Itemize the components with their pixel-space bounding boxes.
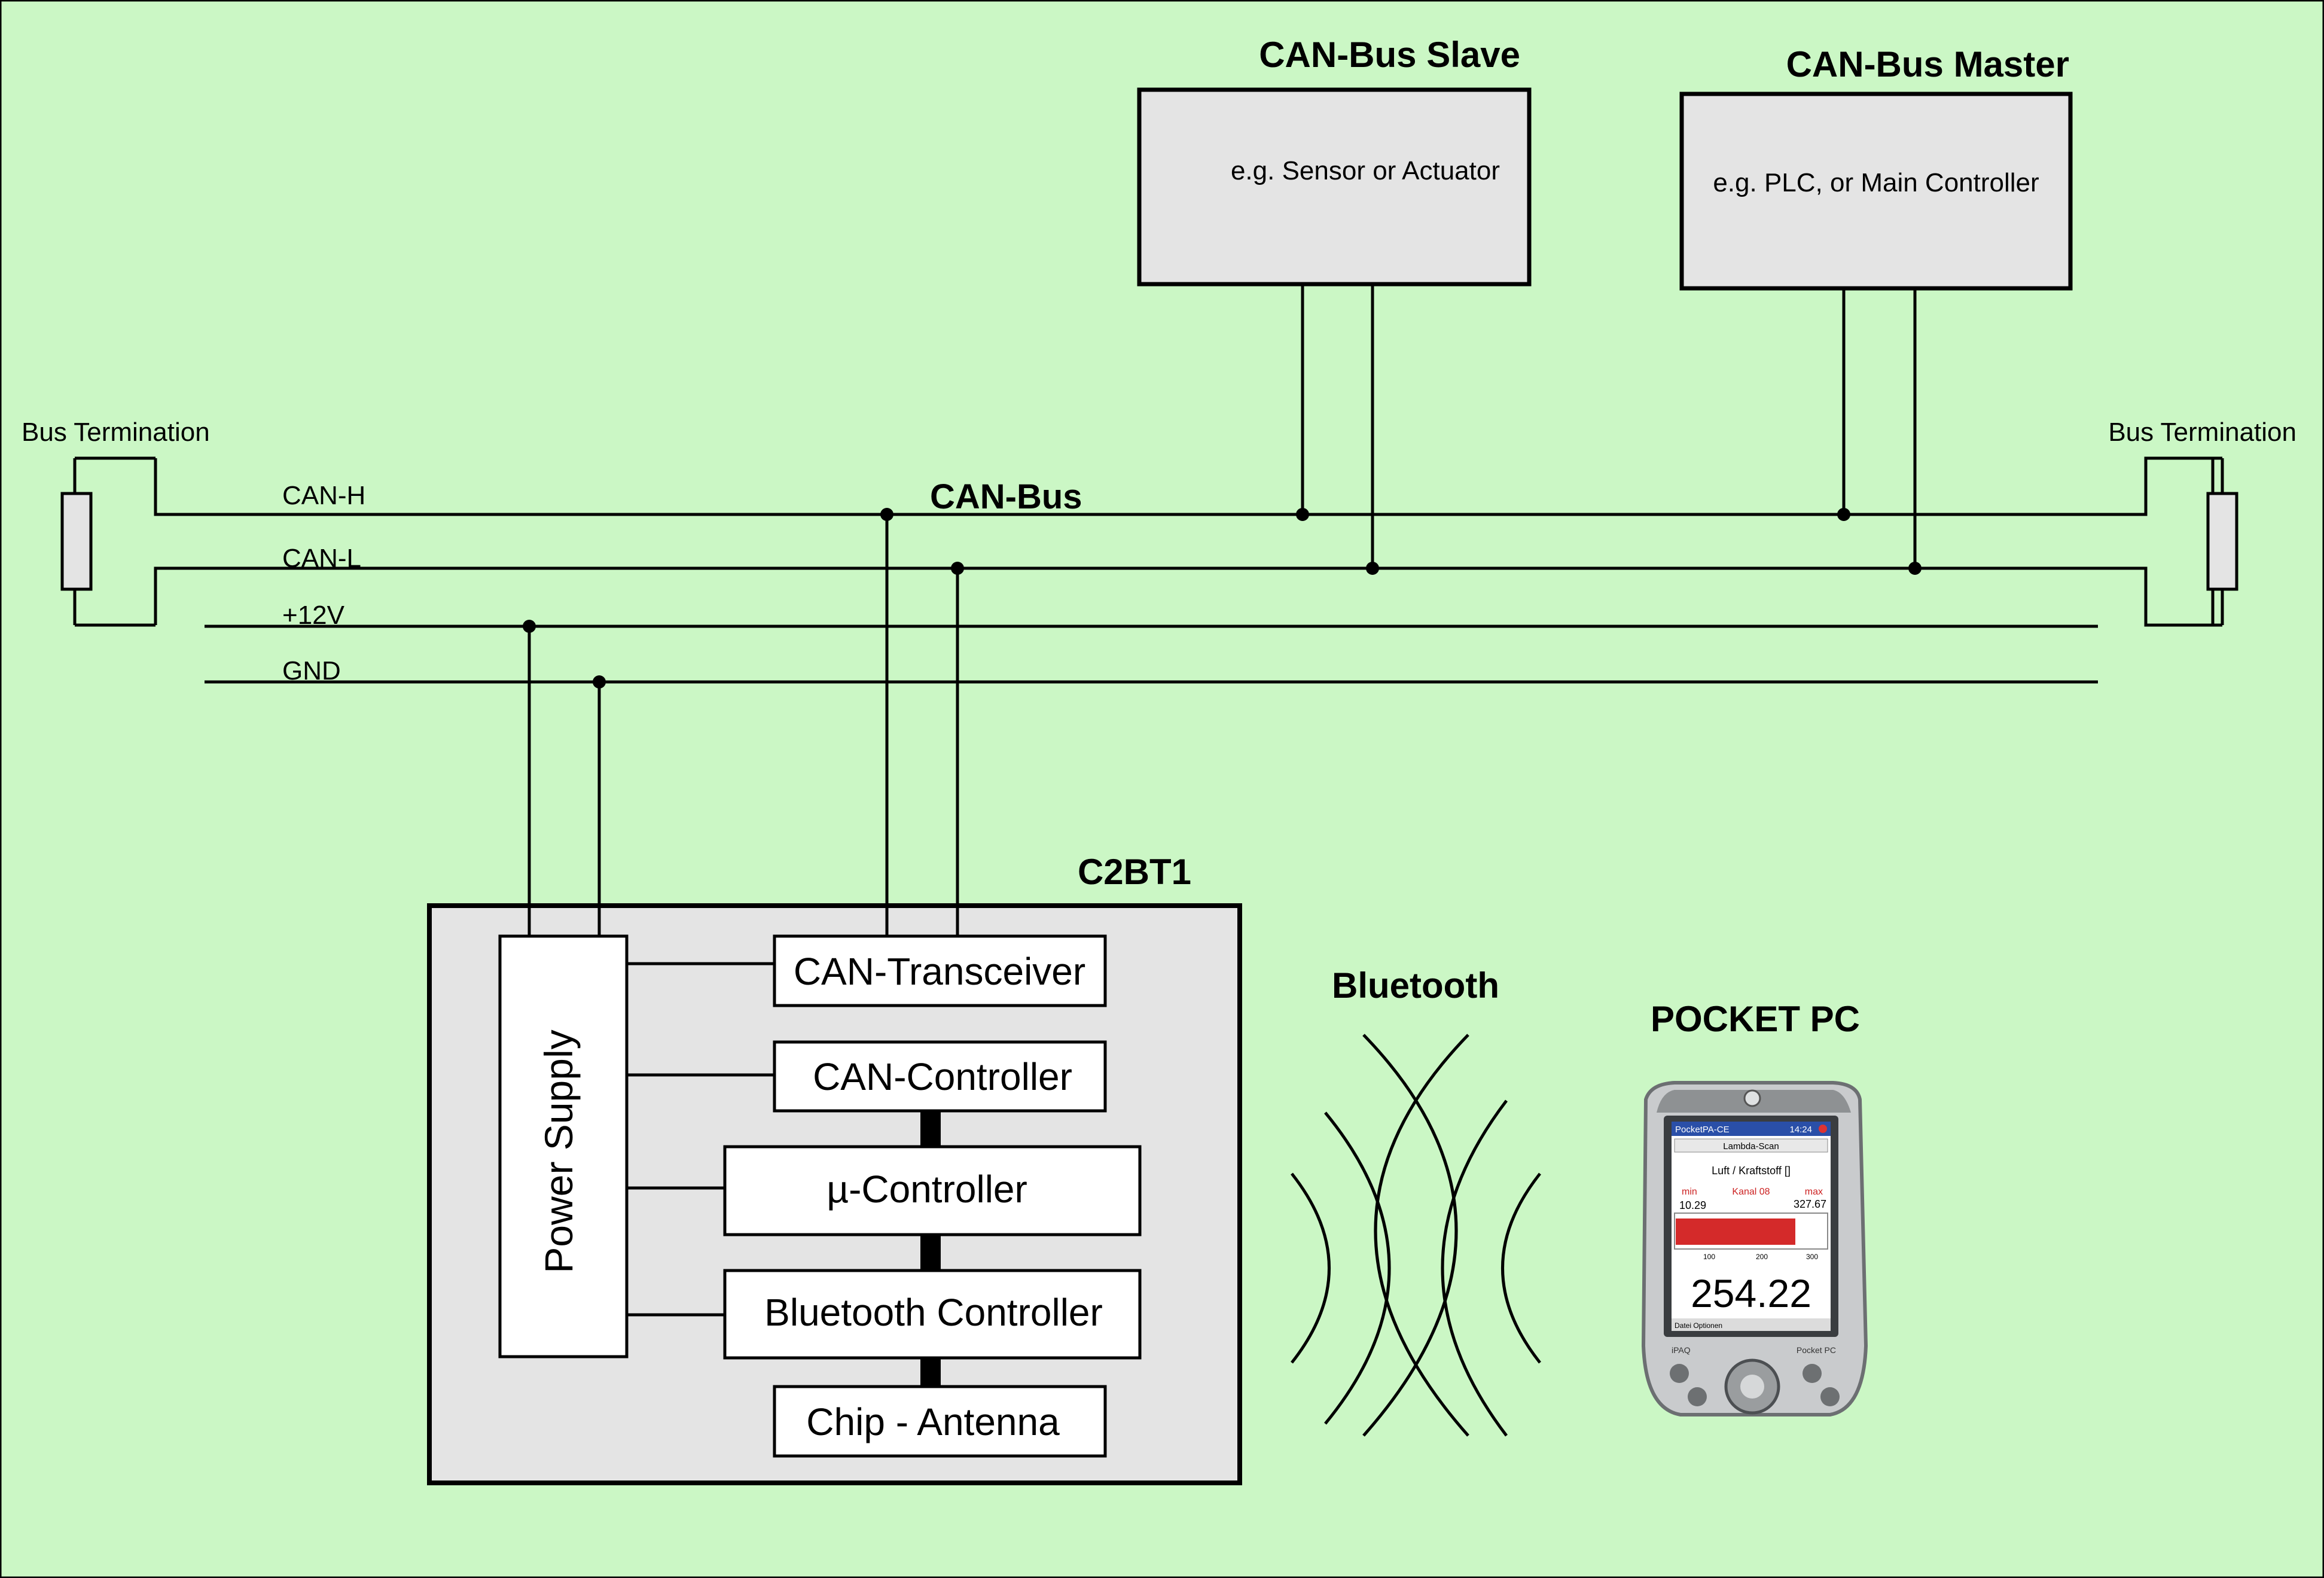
junction-dot [1908, 562, 1922, 575]
bluetooth-controller-box [723, 1269, 1142, 1360]
master-title: CAN-Bus Master [1786, 44, 2069, 84]
mu-controller-label: µ-Controller [826, 1168, 1027, 1211]
junction-dot [880, 508, 893, 521]
slave-description: e.g. Sensor or Actuator [1231, 156, 1500, 185]
c2bt1-module: C2BT1 Power Supply C [427, 508, 1242, 1485]
screen-channel: Kanal 08 [1732, 1187, 1770, 1197]
can-controller-box [773, 1040, 1107, 1113]
pocket-pc-label: POCKET PC [1651, 999, 1860, 1039]
pocket-pc: POCKET PC PocketPA-CE 14:24 Lambda-Scan … [1641, 999, 1868, 1416]
pocket-pc-device-icon: PocketPA-CE 14:24 Lambda-Scan Luft / Kra… [1641, 1081, 1868, 1416]
can-l-line [154, 566, 2213, 627]
chip-antenna-label: Chip - Antenna [806, 1400, 1060, 1443]
bluetooth-controller-label: Bluetooth Controller [764, 1291, 1103, 1334]
bluetooth-label: Bluetooth [1332, 965, 1499, 1006]
screen-app-title: PocketPA-CE [1675, 1125, 1730, 1135]
close-icon [1819, 1125, 1827, 1133]
resistor-icon [60, 492, 93, 591]
junction-dot [523, 620, 536, 633]
screen-tick: 100 [1703, 1253, 1715, 1261]
screen-max-value: 327.67 [1794, 1198, 1826, 1210]
can-bus-slave: CAN-Bus Slave e.g. Sensor or Actuator [1137, 35, 1532, 575]
hardware-button-icon [1820, 1387, 1840, 1406]
master-box [1679, 92, 2073, 291]
mu-controller-box [723, 1145, 1142, 1236]
c2bt1-title: C2BT1 [1078, 852, 1191, 892]
bus-termination-right: Bus Termination [2108, 418, 2296, 627]
can-bus-master: CAN-Bus Master e.g. PLC, or Main Control… [1679, 44, 2073, 575]
slave-title: CAN-Bus Slave [1259, 35, 1520, 75]
hardware-button-icon [1688, 1387, 1707, 1406]
plus12v-label: +12V [282, 601, 345, 630]
bus-termination-left: Bus Termination [22, 418, 210, 625]
junction-dot [593, 675, 606, 689]
master-description: e.g. PLC, or Main Controller [1713, 168, 2039, 197]
screen-big-value: 254.22 [1691, 1271, 1811, 1315]
can-bus-title: CAN-Bus [930, 477, 1082, 516]
can-h-line [154, 456, 2213, 516]
screen-tab: Lambda-Scan [1723, 1141, 1779, 1151]
screen-channel-title: Luft / Kraftstoff [] [1712, 1165, 1791, 1177]
can-controller-label: CAN-Controller [813, 1055, 1072, 1098]
junction-dot [1837, 508, 1850, 521]
bus-termination-left-label: Bus Termination [22, 418, 210, 447]
hardware-button-icon [1803, 1364, 1822, 1383]
slave-box [1137, 87, 1532, 287]
junction-dot [1366, 562, 1379, 575]
resistor-icon [2206, 492, 2238, 591]
chip-antenna-box [773, 1385, 1107, 1458]
can-transceiver-box [773, 934, 1107, 1007]
power-supply-box [498, 934, 629, 1358]
bluetooth-waves: Bluetooth [1291, 965, 1541, 1437]
screen-level-bar [1676, 1218, 1795, 1245]
can-l-label: CAN-L [282, 544, 361, 573]
power-supply-label: Power Supply [536, 1029, 581, 1273]
screen-max-label: max [1805, 1187, 1823, 1197]
radio-wave-icon [1291, 1034, 1541, 1437]
screen-tick: 200 [1756, 1253, 1768, 1261]
can-transceiver-label: CAN-Transceiver [794, 950, 1085, 993]
junction-dot [1296, 508, 1309, 521]
device-brand-right: Pocket PC [1797, 1345, 1836, 1355]
junction-dot [951, 562, 964, 575]
screen-time: 14:24 [1789, 1125, 1812, 1135]
gnd-label: GND [282, 656, 341, 686]
screen-tick: 300 [1806, 1253, 1818, 1261]
bus-termination-right-label: Bus Termination [2108, 418, 2296, 447]
bus-lines [75, 456, 2213, 684]
screen-menu: Datei Optionen [1675, 1321, 1722, 1330]
can-h-label: CAN-H [282, 481, 365, 510]
device-brand-left: iPAQ [1672, 1345, 1691, 1355]
screen-min-value: 10.29 [1679, 1199, 1706, 1211]
hardware-button-icon [1670, 1364, 1689, 1383]
screen-min-label: min [1682, 1187, 1697, 1197]
